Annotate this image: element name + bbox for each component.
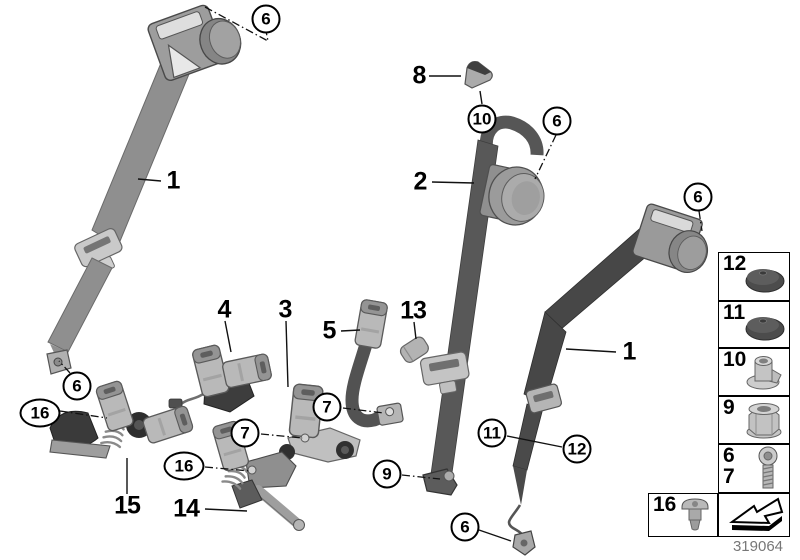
legend-row-9[interactable]: 9 — [718, 396, 790, 444]
legend-num-6: 6 — [723, 444, 735, 467]
dome-grommet-icon — [745, 316, 785, 340]
legend-row-6-7[interactable]: 6 7 — [718, 444, 790, 493]
middle-belt-lower-anchor — [422, 468, 458, 496]
legend-row-11[interactable]: 11 — [718, 301, 790, 348]
buckle-part-3 — [279, 383, 361, 463]
callout-14[interactable]: 14 — [173, 494, 200, 523]
callout-circle-6-bottom[interactable]: 6 — [450, 512, 480, 542]
right-belt-retractor — [632, 203, 709, 273]
callout-8[interactable]: 8 — [412, 61, 427, 90]
torx-bolt-icon — [758, 446, 778, 488]
hex-collar-nut-icon — [746, 403, 782, 439]
callout-circle-10[interactable]: 10 — [467, 104, 497, 134]
leader-lines-dashdot — [58, 6, 703, 480]
right-belt-guide-bracket — [525, 383, 563, 414]
buckle-part-14 — [211, 419, 305, 531]
left-belt-retractor — [147, 4, 242, 82]
right-belt-end-anchor — [512, 530, 536, 556]
callout-5[interactable]: 5 — [322, 316, 337, 345]
buckle-part-4 — [168, 343, 273, 413]
legend-num-9: 9 — [723, 396, 735, 419]
legend-num-7: 7 — [723, 465, 735, 489]
callout-circle-16-mid[interactable]: 16 — [163, 451, 205, 481]
legend-row-10[interactable]: 10 — [718, 348, 790, 396]
callout-2[interactable]: 2 — [413, 167, 428, 196]
callout-circle-9[interactable]: 9 — [372, 459, 402, 489]
callout-circle-7-left[interactable]: 7 — [230, 418, 260, 448]
callout-circle-6-right[interactable]: 6 — [683, 182, 713, 212]
strap-part-5 — [345, 298, 404, 428]
middle-belt-retractor — [479, 164, 545, 226]
left-seat-belt-assembly — [46, 4, 242, 375]
middle-seat-belt-assembly — [419, 61, 545, 496]
legend-arrow-box[interactable] — [718, 493, 790, 537]
callout-1-right[interactable]: 1 — [622, 337, 637, 366]
diagram-number: 319064 — [732, 538, 784, 555]
callout-1-left[interactable]: 1 — [166, 166, 181, 195]
spacer-bush-icon — [746, 356, 782, 390]
callout-circle-16-left[interactable]: 16 — [19, 398, 61, 428]
viewing-direction-arrow-icon — [729, 497, 784, 531]
legend-num-11: 11 — [723, 301, 746, 324]
cover-cap-part-8 — [464, 61, 493, 89]
callout-15[interactable]: 15 — [114, 491, 141, 520]
callout-3[interactable]: 3 — [278, 295, 293, 324]
legend-num-12: 12 — [723, 252, 747, 275]
callout-13[interactable]: 13 — [400, 296, 427, 325]
callout-circle-6-mid-left[interactable]: 6 — [62, 371, 92, 401]
buckle-part-15 — [49, 379, 195, 459]
expansion-rivet-icon — [681, 498, 709, 531]
sleeve-part-13 — [399, 336, 429, 363]
callout-4[interactable]: 4 — [217, 295, 232, 324]
callout-circle-6-top[interactable]: 6 — [251, 4, 281, 34]
middle-belt-latch-plate — [419, 351, 470, 395]
callout-circle-12[interactable]: 12 — [562, 434, 592, 464]
legend-row-16[interactable]: 16 — [648, 493, 718, 537]
leader-lines — [126, 75, 617, 542]
dome-grommet-icon — [745, 268, 785, 292]
callout-circle-6-middle[interactable]: 6 — [542, 106, 572, 136]
legend-num-16: 16 — [653, 493, 677, 516]
callout-circle-7-right[interactable]: 7 — [312, 392, 342, 422]
callout-circle-11[interactable]: 11 — [477, 418, 507, 448]
legend-num-10: 10 — [723, 348, 747, 371]
right-seat-belt-assembly — [507, 203, 709, 556]
legend-row-12[interactable]: 12 — [718, 252, 790, 301]
